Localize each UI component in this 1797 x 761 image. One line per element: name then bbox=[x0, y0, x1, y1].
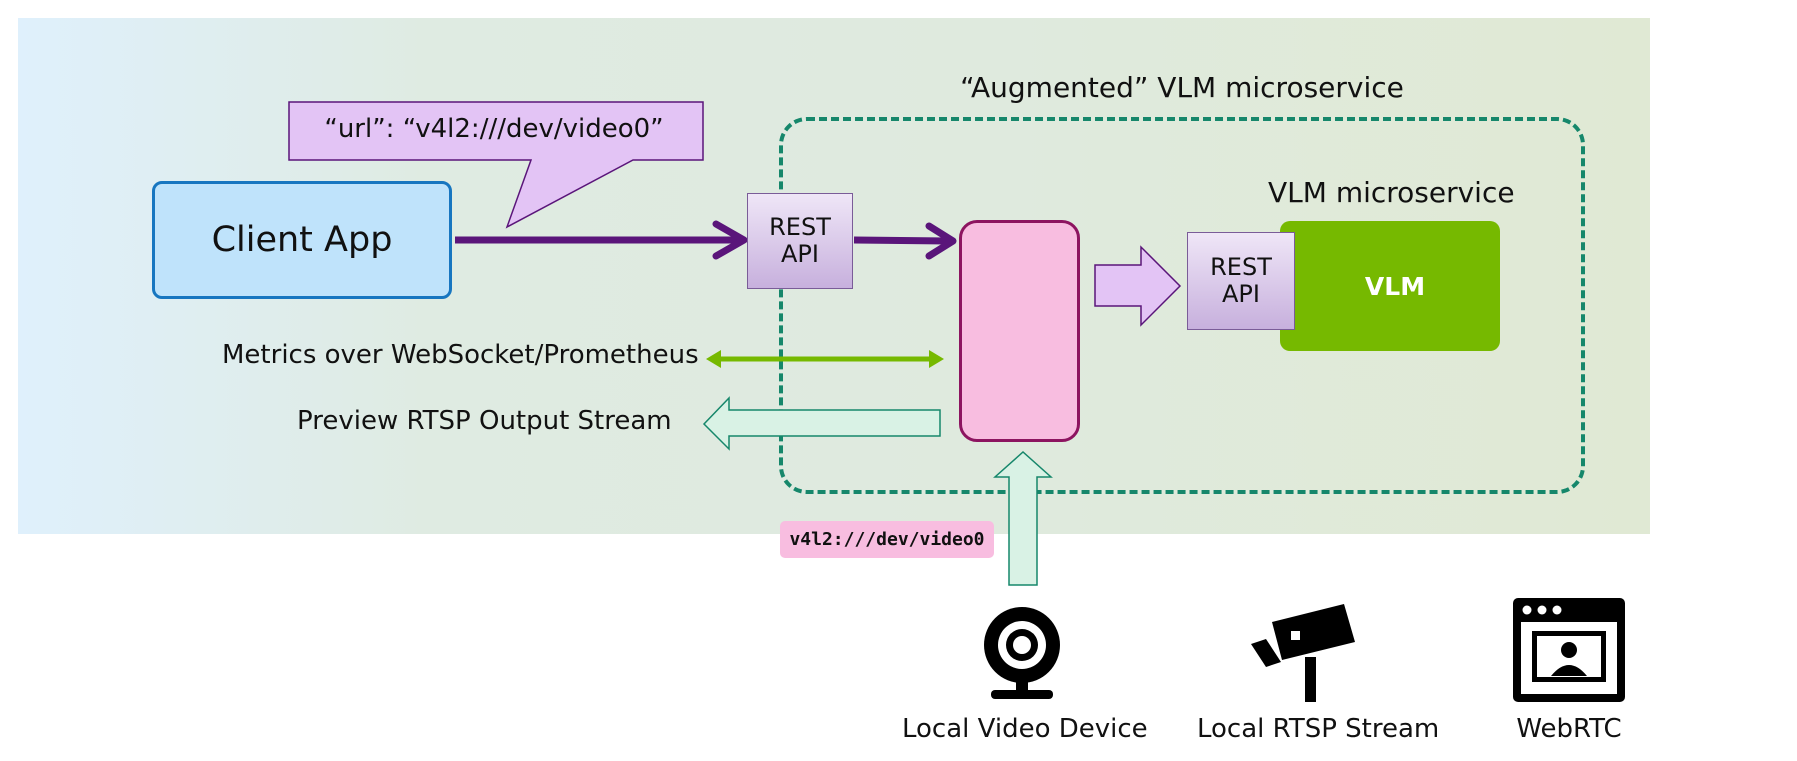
rest-api-box: REST API bbox=[747, 193, 853, 289]
vlm-label: VLM bbox=[1364, 271, 1426, 301]
vlm-rest-api-label-line1: REST bbox=[1210, 253, 1272, 281]
stream-processor-box bbox=[959, 220, 1080, 442]
rest-to-processor-arrowhead bbox=[925, 222, 957, 260]
client-to-rest-arrowhead bbox=[712, 220, 748, 260]
source-label-local-rtsp: Local RTSP Stream bbox=[1197, 714, 1440, 744]
preview-output-block-arrow bbox=[702, 396, 941, 451]
source-label-local-video: Local Video Device bbox=[902, 714, 1148, 744]
device-url-tag: v4l2:///dev/video0 bbox=[780, 521, 994, 558]
vlm-rest-api-label-line2: API bbox=[1222, 280, 1260, 308]
client-app-box: Client App bbox=[152, 181, 452, 299]
vlm-box: VLM bbox=[1280, 221, 1500, 351]
callout-text: “url”: “v4l2:///dev/video0” bbox=[324, 114, 664, 144]
rest-to-processor-arrow bbox=[853, 236, 949, 245]
metrics-label: Metrics over WebSocket/Prometheus bbox=[222, 340, 699, 370]
callout-bubble bbox=[288, 101, 704, 229]
augmented-vlm-boundary bbox=[779, 117, 1585, 494]
preview-rtsp-label: Preview RTSP Output Stream bbox=[297, 406, 672, 436]
input-up-block-arrow bbox=[993, 450, 1053, 586]
metrics-arrowhead-left bbox=[706, 350, 721, 368]
webcam-icon bbox=[984, 607, 1060, 699]
rest-api-label-line2: API bbox=[781, 240, 819, 268]
client-app-label: Client App bbox=[211, 220, 393, 260]
vlm-rest-api-box: REST API bbox=[1187, 232, 1295, 330]
browser-video-icon bbox=[1513, 598, 1625, 702]
security-camera-icon bbox=[1251, 604, 1355, 702]
augmented-vlm-title: “Augmented” VLM microservice bbox=[960, 71, 1404, 104]
processor-to-vlm-block-arrow bbox=[1094, 245, 1182, 327]
vlm-microservice-title: VLM microservice bbox=[1268, 176, 1515, 209]
metrics-arrowhead-right bbox=[929, 350, 944, 368]
rest-api-label-line1: REST bbox=[769, 213, 831, 241]
source-label-webrtc: WebRTC bbox=[1516, 714, 1622, 744]
